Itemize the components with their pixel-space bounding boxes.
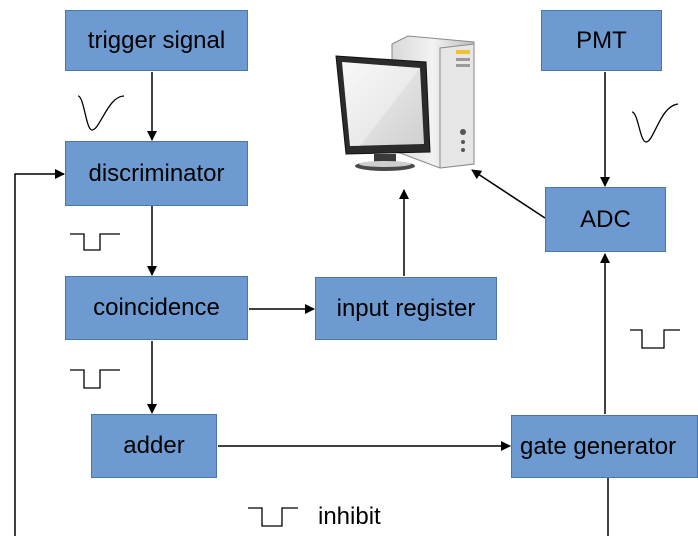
coincidence-block: coincidence — [65, 276, 248, 340]
pmt-block: PMT — [541, 10, 662, 71]
trigger-signal-block: trigger signal — [65, 10, 248, 71]
logic-pulse-icon — [70, 233, 120, 251]
arrow-inhibit-return — [14, 169, 65, 536]
desktop-computer-icon — [335, 35, 475, 171]
discriminator-block: discriminator — [65, 141, 248, 206]
inhibit-label: inhibit — [318, 503, 381, 530]
logic-pulse-icon — [70, 369, 120, 389]
logic-pulse-icon — [630, 329, 680, 349]
input-register-block: input register — [315, 277, 497, 340]
negative-pulse-icon — [631, 103, 679, 143]
logic-pulse-icon — [248, 507, 298, 527]
adder-block: adder — [91, 414, 217, 478]
arrow-adc-to-computer — [471, 169, 546, 219]
negative-pulse-icon — [77, 95, 125, 131]
gate-generator-block: gate generator — [511, 415, 698, 478]
adc-block: ADC — [545, 187, 666, 252]
